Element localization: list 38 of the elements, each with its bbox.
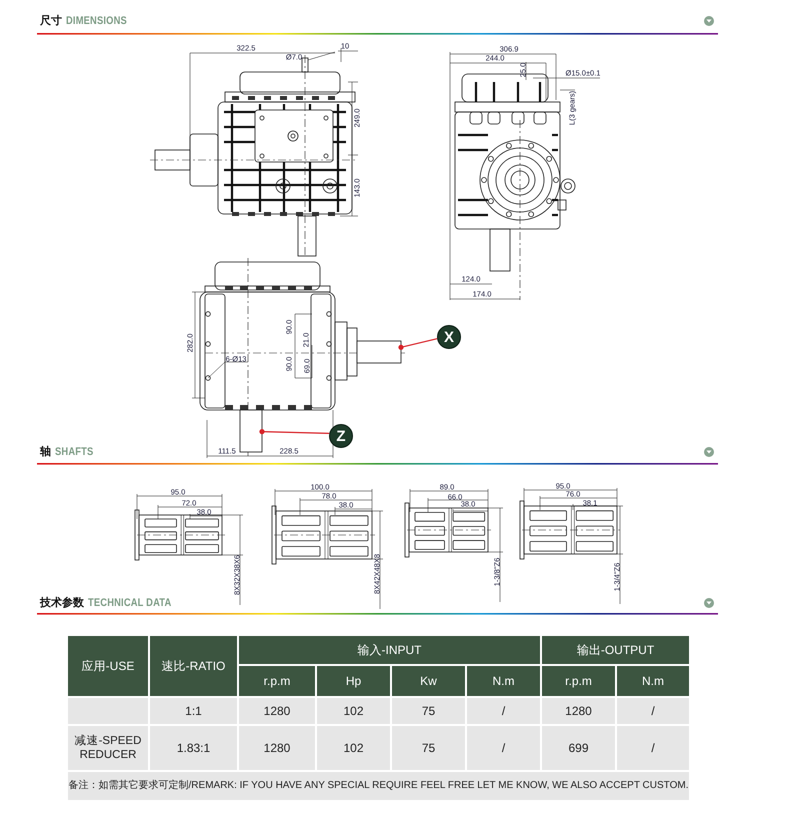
leader-line [398, 338, 438, 350]
table-cell: 1280 [239, 726, 315, 770]
callout-circle: X [437, 325, 461, 349]
table-cell: 75 [392, 726, 465, 770]
table-cell: 减速-SPEED REDUCER [68, 726, 148, 770]
table-cell: / [617, 726, 689, 770]
table-cell: 1280 [239, 698, 315, 724]
table-cell: 1280 [542, 698, 615, 724]
table-note: 备注：如需其它要求可定制/REMARK: IF YOU HAVE ANY SPECIAL REQUIRE FEEL FREE LET ME KNOW, WE ALSO ACCEPT CUSTOM. [68, 772, 689, 800]
shaft-drawing [240, 410, 262, 452]
table-header: 输出-OUTPUT [542, 636, 689, 664]
table-header: r.p.m [542, 666, 615, 696]
table-cell: 1:1 [150, 698, 237, 724]
table-header: 输入-INPUT [239, 636, 540, 664]
table-header: Hp [317, 666, 390, 696]
table-cell: / [467, 726, 540, 770]
table-header: r.p.m [239, 666, 315, 696]
section-title: TECHNICAL DATA [88, 597, 172, 609]
table-header: 速比-RATIO [150, 636, 237, 696]
shaft-drawing [356, 340, 402, 364]
section-title: 轴 [40, 444, 51, 459]
callout-circle: Z [329, 424, 353, 448]
table-header: N.m [617, 666, 689, 696]
table-cell: 102 [317, 726, 390, 770]
section-title: 尺寸 [40, 14, 62, 28]
section-title: DIMENSIONS [66, 15, 127, 27]
table-header: N.m [467, 666, 540, 696]
table-cell: 75 [392, 698, 465, 724]
section-title: SHAFTS [55, 446, 94, 458]
table-cell: / [467, 698, 540, 724]
section-title: 技术参数 [40, 596, 84, 610]
table-cell: / [617, 698, 689, 724]
table-header: Kw [392, 666, 465, 696]
leader-line [259, 429, 330, 434]
table-cell: 1.83:1 [150, 726, 237, 770]
table-cell: 102 [317, 698, 390, 724]
table-header: 应用-USE [68, 636, 148, 696]
table-cell: 699 [542, 726, 615, 770]
